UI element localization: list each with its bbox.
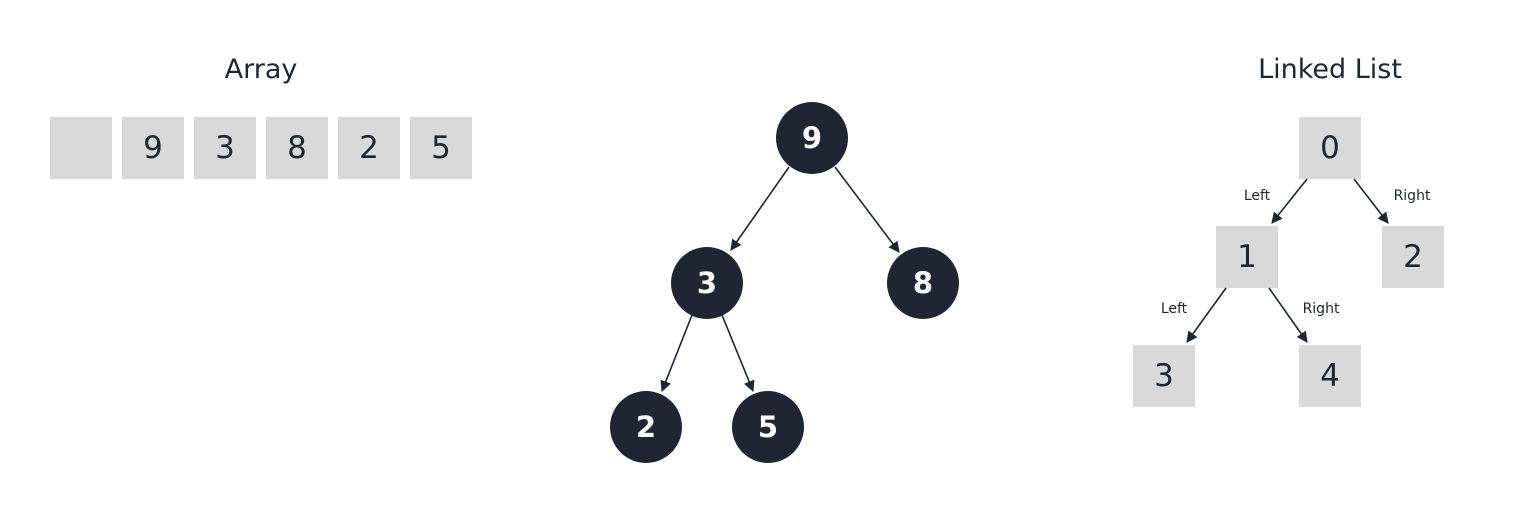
tree-node-8: 8	[887, 247, 959, 319]
tree-node-label: 8	[913, 266, 933, 300]
tree-node-5: 5	[732, 391, 804, 463]
linked-list-edge-1-3	[1186, 287, 1227, 343]
edge-label-left: Left	[1244, 188, 1271, 204]
linked-list-node-0: 0	[1299, 117, 1361, 179]
array-title: Array	[224, 54, 298, 85]
tree-node-label: 5	[758, 410, 778, 444]
linked-list-edge-0-2	[1353, 178, 1389, 224]
tree-edge-3-2	[660, 314, 693, 393]
tree-node-label: 2	[636, 410, 656, 444]
linked-list-node-4: 4	[1299, 345, 1361, 407]
tree-node-9: 9	[776, 102, 848, 174]
tree-edge-3-5	[721, 314, 755, 393]
tree-edge-9-8	[834, 166, 900, 253]
tree-node-2: 2	[610, 391, 682, 463]
array-cell-0	[50, 117, 112, 179]
array-cell-1: 9	[122, 117, 184, 179]
linked-list-title: Linked List	[1258, 54, 1402, 85]
array-cell-4: 2	[338, 117, 400, 179]
array-cell-3: 8	[266, 117, 328, 179]
tree-node-3: 3	[671, 247, 743, 319]
tree-edge-9-3	[730, 166, 790, 251]
array-cell-2: 3	[194, 117, 256, 179]
array-cell-5: 5	[410, 117, 472, 179]
linked-list-edge-1-4	[1268, 287, 1308, 343]
linked-list-node-2: 2	[1382, 226, 1444, 288]
linked-list-node-1: 1	[1216, 226, 1278, 288]
edge-label-left: Left	[1161, 301, 1188, 317]
linked-list-edge-0-1	[1271, 178, 1308, 224]
linked-list-node-3: 3	[1133, 345, 1195, 407]
edge-label-right: Right	[1394, 188, 1431, 204]
tree-node-label: 3	[697, 266, 717, 300]
tree-node-label: 9	[802, 121, 822, 155]
edge-label-right: Right	[1303, 301, 1340, 317]
